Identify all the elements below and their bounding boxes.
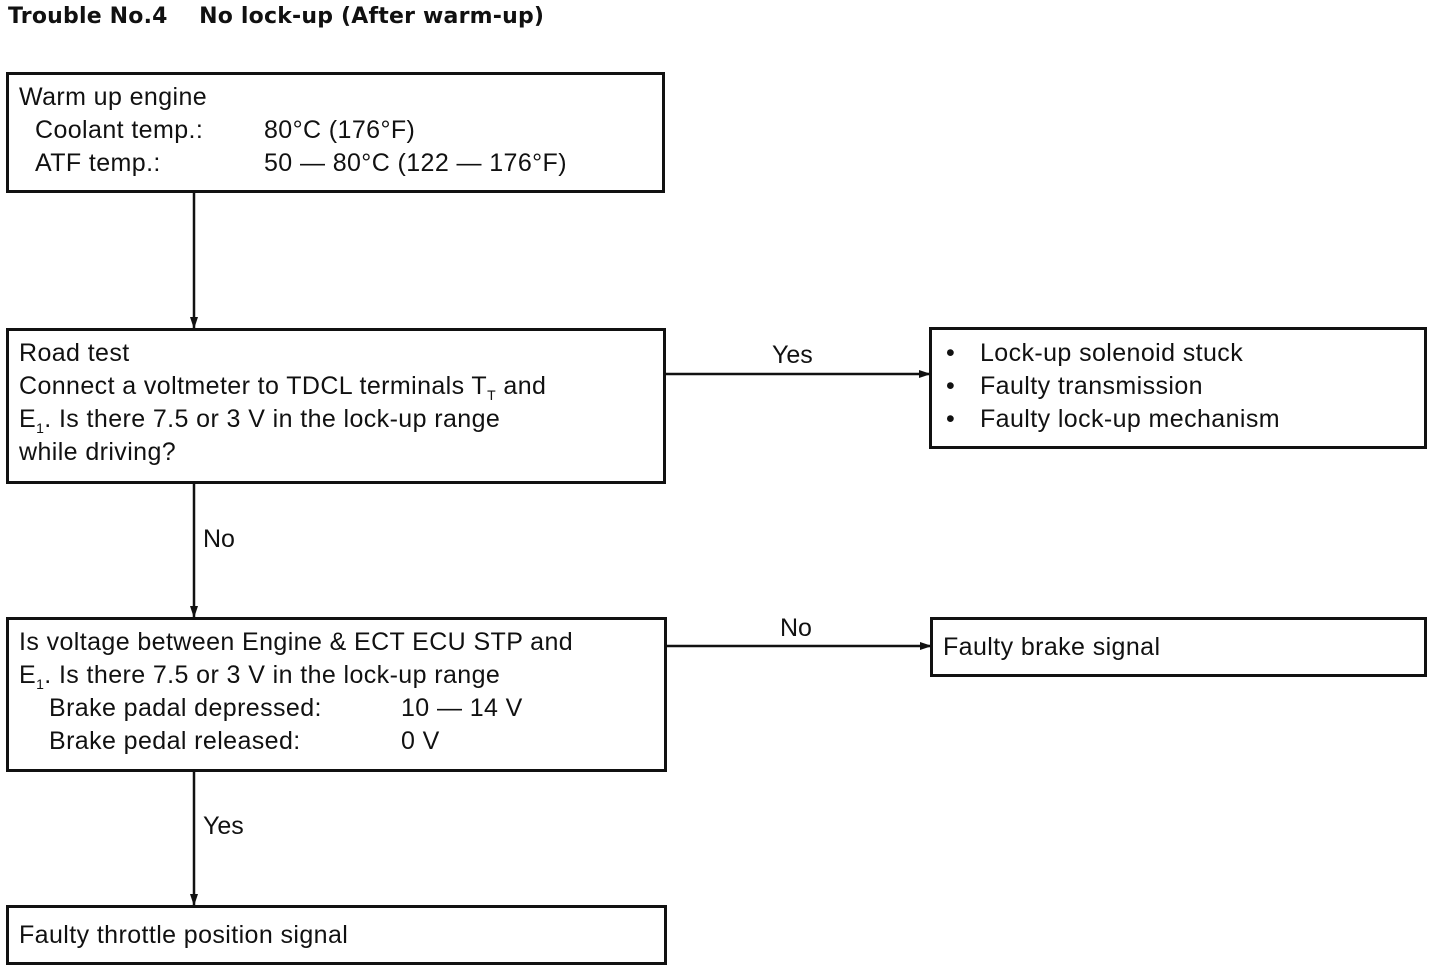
warmup-title: Warm up engine	[19, 83, 208, 111]
box-warm-up-engine: Warm up engine Coolant temp.: 80°C (176°F…	[6, 72, 665, 193]
box-voltage-check: Is voltage between Engine & ECT ECU STP …	[6, 617, 667, 772]
cause-item: • Faulty transmission	[942, 370, 1414, 403]
coolant-temp-row: Coolant temp.: 80°C (176°F)	[19, 114, 652, 147]
cause-item: • Faulty lock-up mechanism	[942, 403, 1414, 436]
brake-depressed-value: 10 — 14 V	[401, 694, 523, 722]
roadtest-line-4: while driving?	[19, 438, 177, 466]
coolant-temp-value: 80°C (176°F)	[264, 116, 416, 144]
brake-released-value: 0 V	[401, 727, 440, 755]
roadtest-line-3-text: E	[19, 405, 37, 433]
atf-temp-row: ATF temp.: 50 — 80°C (122 — 176°F)	[19, 147, 652, 180]
terminal-e1-subscript: 1	[36, 420, 45, 436]
roadtest-line-2-text: Connect a voltmeter to TDCL terminals T	[19, 372, 488, 400]
cause-item: • Lock-up solenoid stuck	[942, 337, 1414, 370]
cause-item-label: Lock-up solenoid stuck	[980, 339, 1244, 367]
box-faulty-throttle-signal: Faulty throttle position signal	[6, 905, 667, 965]
voltage-line-2-end: . Is there 7.5 or 3 V in the lock-up ran…	[44, 661, 501, 689]
voltage-line-2: E1. Is there 7.5 or 3 V in the lock-up r…	[19, 659, 654, 692]
diagram-title: Trouble No.4 No lock-up (After warm-up)	[8, 4, 545, 29]
atf-temp-label: ATF temp.:	[35, 149, 161, 177]
roadtest-line-2-end: and	[496, 372, 547, 400]
edge-label-voltage-yes: Yes	[203, 812, 244, 840]
bullet-icon: •	[946, 372, 956, 400]
bullet-icon: •	[946, 405, 956, 433]
terminal-e1-subscript: 1	[36, 676, 45, 692]
coolant-temp-label: Coolant temp.:	[35, 116, 204, 144]
terminal-tt-subscript: T	[487, 387, 497, 403]
atf-temp-value: 50 — 80°C (122 — 176°F)	[264, 149, 567, 177]
box-road-test: Road test Connect a voltmeter to TDCL te…	[6, 328, 666, 484]
causes-list: • Lock-up solenoid stuck • Faulty transmis…	[942, 337, 1414, 436]
cause-item-label: Faulty transmission	[980, 372, 1203, 400]
cause-item-label: Faulty lock-up mechanism	[980, 405, 1280, 433]
box-faulty-brake-signal: Faulty brake signal	[930, 617, 1427, 677]
roadtest-title: Road test	[19, 339, 130, 367]
faulty-brake-signal-text: Faulty brake signal	[943, 633, 1161, 661]
roadtest-line-2: Connect a voltmeter to TDCL terminals TT…	[19, 370, 653, 403]
brake-depressed-label: Brake padal depressed:	[49, 694, 322, 722]
roadtest-line-3-end: . Is there 7.5 or 3 V in the lock-up ran…	[44, 405, 501, 433]
voltage-line-2-text: E	[19, 661, 37, 689]
bullet-icon: •	[946, 339, 956, 367]
brake-released-label: Brake pedal released:	[49, 727, 301, 755]
box-lockup-causes: • Lock-up solenoid stuck • Faulty transmis…	[929, 327, 1427, 449]
brake-released-row: Brake pedal released: 0 V	[19, 725, 654, 758]
brake-depressed-row: Brake padal depressed: 10 — 14 V	[19, 692, 654, 725]
edge-label-roadtest-yes: Yes	[772, 341, 813, 369]
faulty-throttle-signal-text: Faulty throttle position signal	[19, 921, 349, 949]
edge-label-voltage-no: No	[780, 614, 812, 642]
edge-label-roadtest-no: No	[203, 525, 235, 553]
roadtest-line-3: E1. Is there 7.5 or 3 V in the lock-up r…	[19, 403, 653, 436]
voltage-line-1: Is voltage between Engine & ECT ECU STP …	[19, 628, 574, 656]
